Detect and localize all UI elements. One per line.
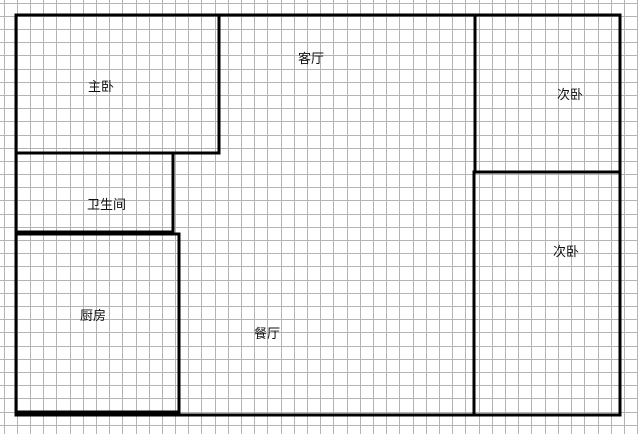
room-label-bathroom: 卫生间 [87, 198, 126, 213]
room-label-master-bedroom: 主卧 [88, 80, 114, 95]
room-labels: 主卧 客厅 次卧 次卧 卫生间 厨房 餐厅 [80, 51, 583, 342]
room-label-kitchen: 厨房 [80, 308, 106, 324]
bathroom-wall [14, 151, 175, 234]
kitchen-wall [14, 232, 181, 414]
room-label-living-room: 客厅 [298, 51, 324, 67]
room-label-bedroom-bottom-right: 次卧 [553, 244, 579, 260]
room-label-bedroom-top-right: 次卧 [557, 87, 583, 103]
walls [14, 13, 622, 417]
room-label-dining-room: 餐厅 [254, 326, 280, 342]
bedroom-bottom-right-wall [472, 170, 622, 417]
